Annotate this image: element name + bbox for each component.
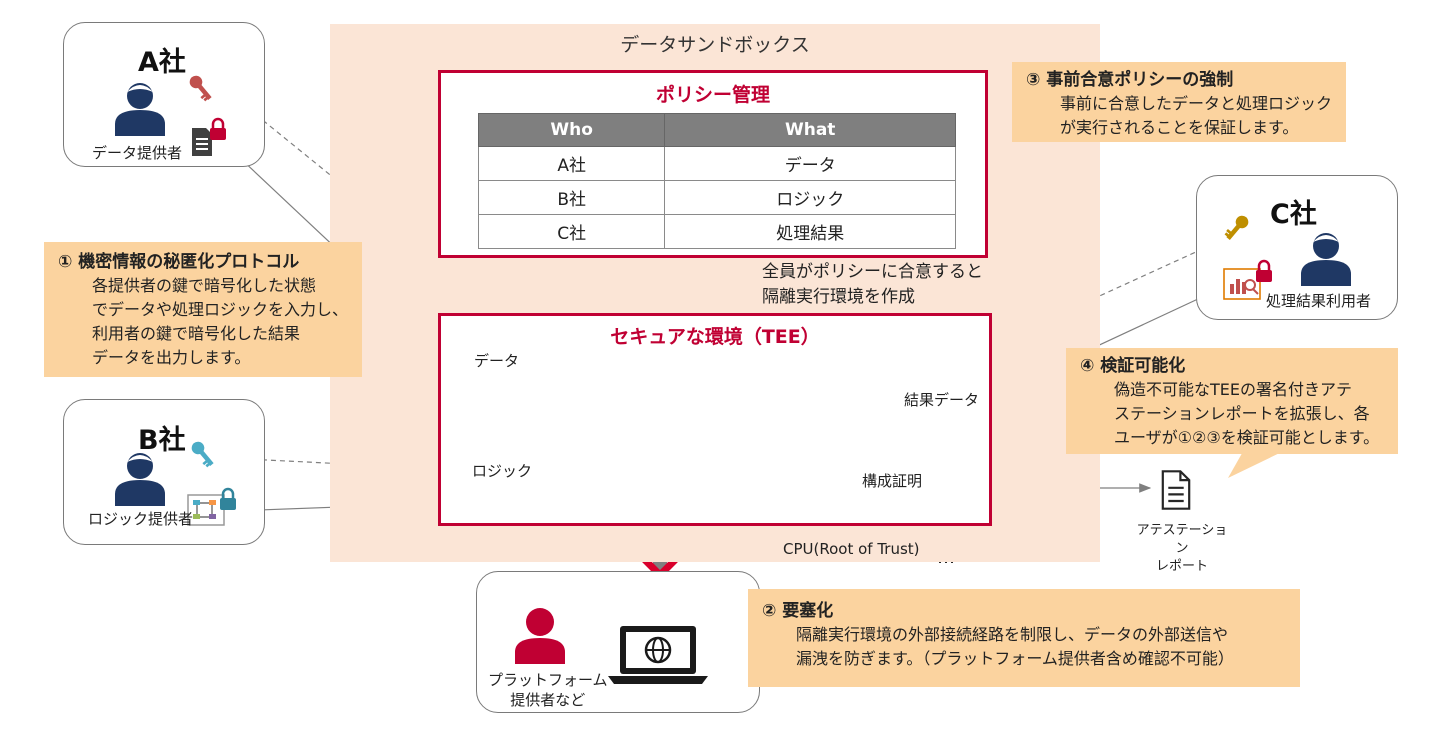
company-b-role: ロジック提供者 xyxy=(88,510,194,528)
key-icon xyxy=(189,439,217,469)
table-row: B社 ロジック xyxy=(477,180,956,215)
table-row: A社 データ xyxy=(477,146,956,181)
callout-1-line: でデータや処理ロジックを入力し、 xyxy=(92,300,349,319)
tee-logic-label: ロジック xyxy=(472,462,533,480)
tee-title: セキュアな環境（TEE） xyxy=(610,326,820,348)
callout-1-line: データを出力します。 xyxy=(92,348,251,367)
attestation-label: アテステーション レポート xyxy=(1132,522,1232,576)
callout-2-title: ② 要塞化 xyxy=(762,601,834,621)
callout-2: ② 要塞化 隔離実行環境の外部接続経路を制限し、データの外部送信や 漏洩を防ぎま… xyxy=(748,589,1300,687)
report-icon xyxy=(1161,470,1191,510)
user-icon xyxy=(1301,233,1351,286)
policy-title: ポリシー管理 xyxy=(655,84,770,106)
tee-config-label: 構成証明 xyxy=(862,472,923,490)
policy-cell: データ xyxy=(664,146,956,181)
policy-cell: A社 xyxy=(477,146,666,181)
user-icon xyxy=(515,608,565,664)
policy-header-who: Who xyxy=(477,113,666,147)
cpu-label: CPU(Root of Trust) xyxy=(783,540,920,558)
company-b-name: B社 xyxy=(138,425,186,456)
callout-4-line: 偽造不可能なTEEの署名付きアテ xyxy=(1114,380,1352,399)
callout-4-line: ユーザが①②③を検証可能とします。 xyxy=(1114,428,1380,447)
attestation-label-line1: アテステーション xyxy=(1136,523,1228,556)
callout-3: ③ 事前合意ポリシーの強制 事前に合意したデータと処理ロジック が実行されること… xyxy=(1012,62,1346,142)
callout-4-title: ④ 検証可能化 xyxy=(1080,356,1186,376)
consent-note-line1: 全員がポリシーに合意すると xyxy=(762,262,983,282)
company-a-name: A社 xyxy=(138,47,186,78)
platform-label: プラットフォーム 提供者など xyxy=(488,670,608,710)
tee-data-label: データ xyxy=(474,352,520,370)
callout-3-line: が実行されることを保証します。 xyxy=(1060,118,1299,137)
callout-2-line: 隔離実行環境の外部接続経路を制限し、データの外部送信や xyxy=(796,625,1229,644)
callout-3-title: ③ 事前合意ポリシーの強制 xyxy=(1026,70,1234,90)
company-a-role: データ提供者 xyxy=(92,144,183,162)
callout-1-line: 利用者の鍵で暗号化した結果 xyxy=(92,324,301,343)
policy-cell: B社 xyxy=(477,180,666,215)
table-row: C社 処理結果 xyxy=(477,214,956,249)
policy-cell: 処理結果 xyxy=(664,214,956,249)
sandbox-title: データサンドボックス xyxy=(620,34,810,56)
callout-3-line: 事前に合意したデータと処理ロジック xyxy=(1060,94,1333,113)
platform-label-line2: 提供者など xyxy=(510,691,586,709)
callout-1: ① 機密情報の秘匿化プロトコル 各提供者の鍵で暗号化した状態 でデータや処理ロジ… xyxy=(44,242,362,377)
company-b-box xyxy=(63,399,265,545)
policy-table: Who What A社 データ B社 ロジック C社 処理結果 xyxy=(477,113,956,249)
policy-cell: C社 xyxy=(477,214,666,249)
company-a-box xyxy=(63,22,265,167)
platform-label-line1: プラットフォーム xyxy=(488,671,608,689)
key-icon xyxy=(1223,213,1251,243)
callout-2-line: 漏洩を防ぎます。（プラットフォーム提供者含め確認不可能） xyxy=(796,649,1234,668)
policy-header-what: What xyxy=(664,113,956,147)
consent-note: 全員がポリシーに合意すると 隔離実行環境を作成 xyxy=(762,260,983,310)
callout-4: ④ 検証可能化 偽造不可能なTEEの署名付きアテ ステーションレポートを拡張し、… xyxy=(1066,348,1398,454)
company-c-box xyxy=(1196,175,1398,320)
locked-flowchart-icon xyxy=(187,487,238,526)
laptop-globe-icon xyxy=(608,626,708,684)
policy-header-row: Who What xyxy=(477,113,956,147)
tee-result-label: 結果データ xyxy=(904,391,980,409)
callout4-tail xyxy=(1228,448,1290,478)
callout-4-line: ステーションレポートを拡張し、各 xyxy=(1114,404,1370,423)
policy-cell: ロジック xyxy=(664,180,956,215)
attestation-label-line2: レポート xyxy=(1155,559,1208,574)
user-icon xyxy=(115,83,165,136)
user-icon xyxy=(115,453,165,506)
company-c-role: 処理結果利用者 xyxy=(1266,292,1372,310)
locked-document-icon xyxy=(192,117,228,156)
callout-1-title: ① 機密情報の秘匿化プロトコル xyxy=(58,252,300,272)
tee-box xyxy=(438,313,992,526)
company-c-name: C社 xyxy=(1270,199,1317,230)
consent-note-line2: 隔離実行環境を作成 xyxy=(762,287,915,307)
key-icon xyxy=(187,73,215,103)
callout-1-line: 各提供者の鍵で暗号化した状態 xyxy=(92,276,317,295)
